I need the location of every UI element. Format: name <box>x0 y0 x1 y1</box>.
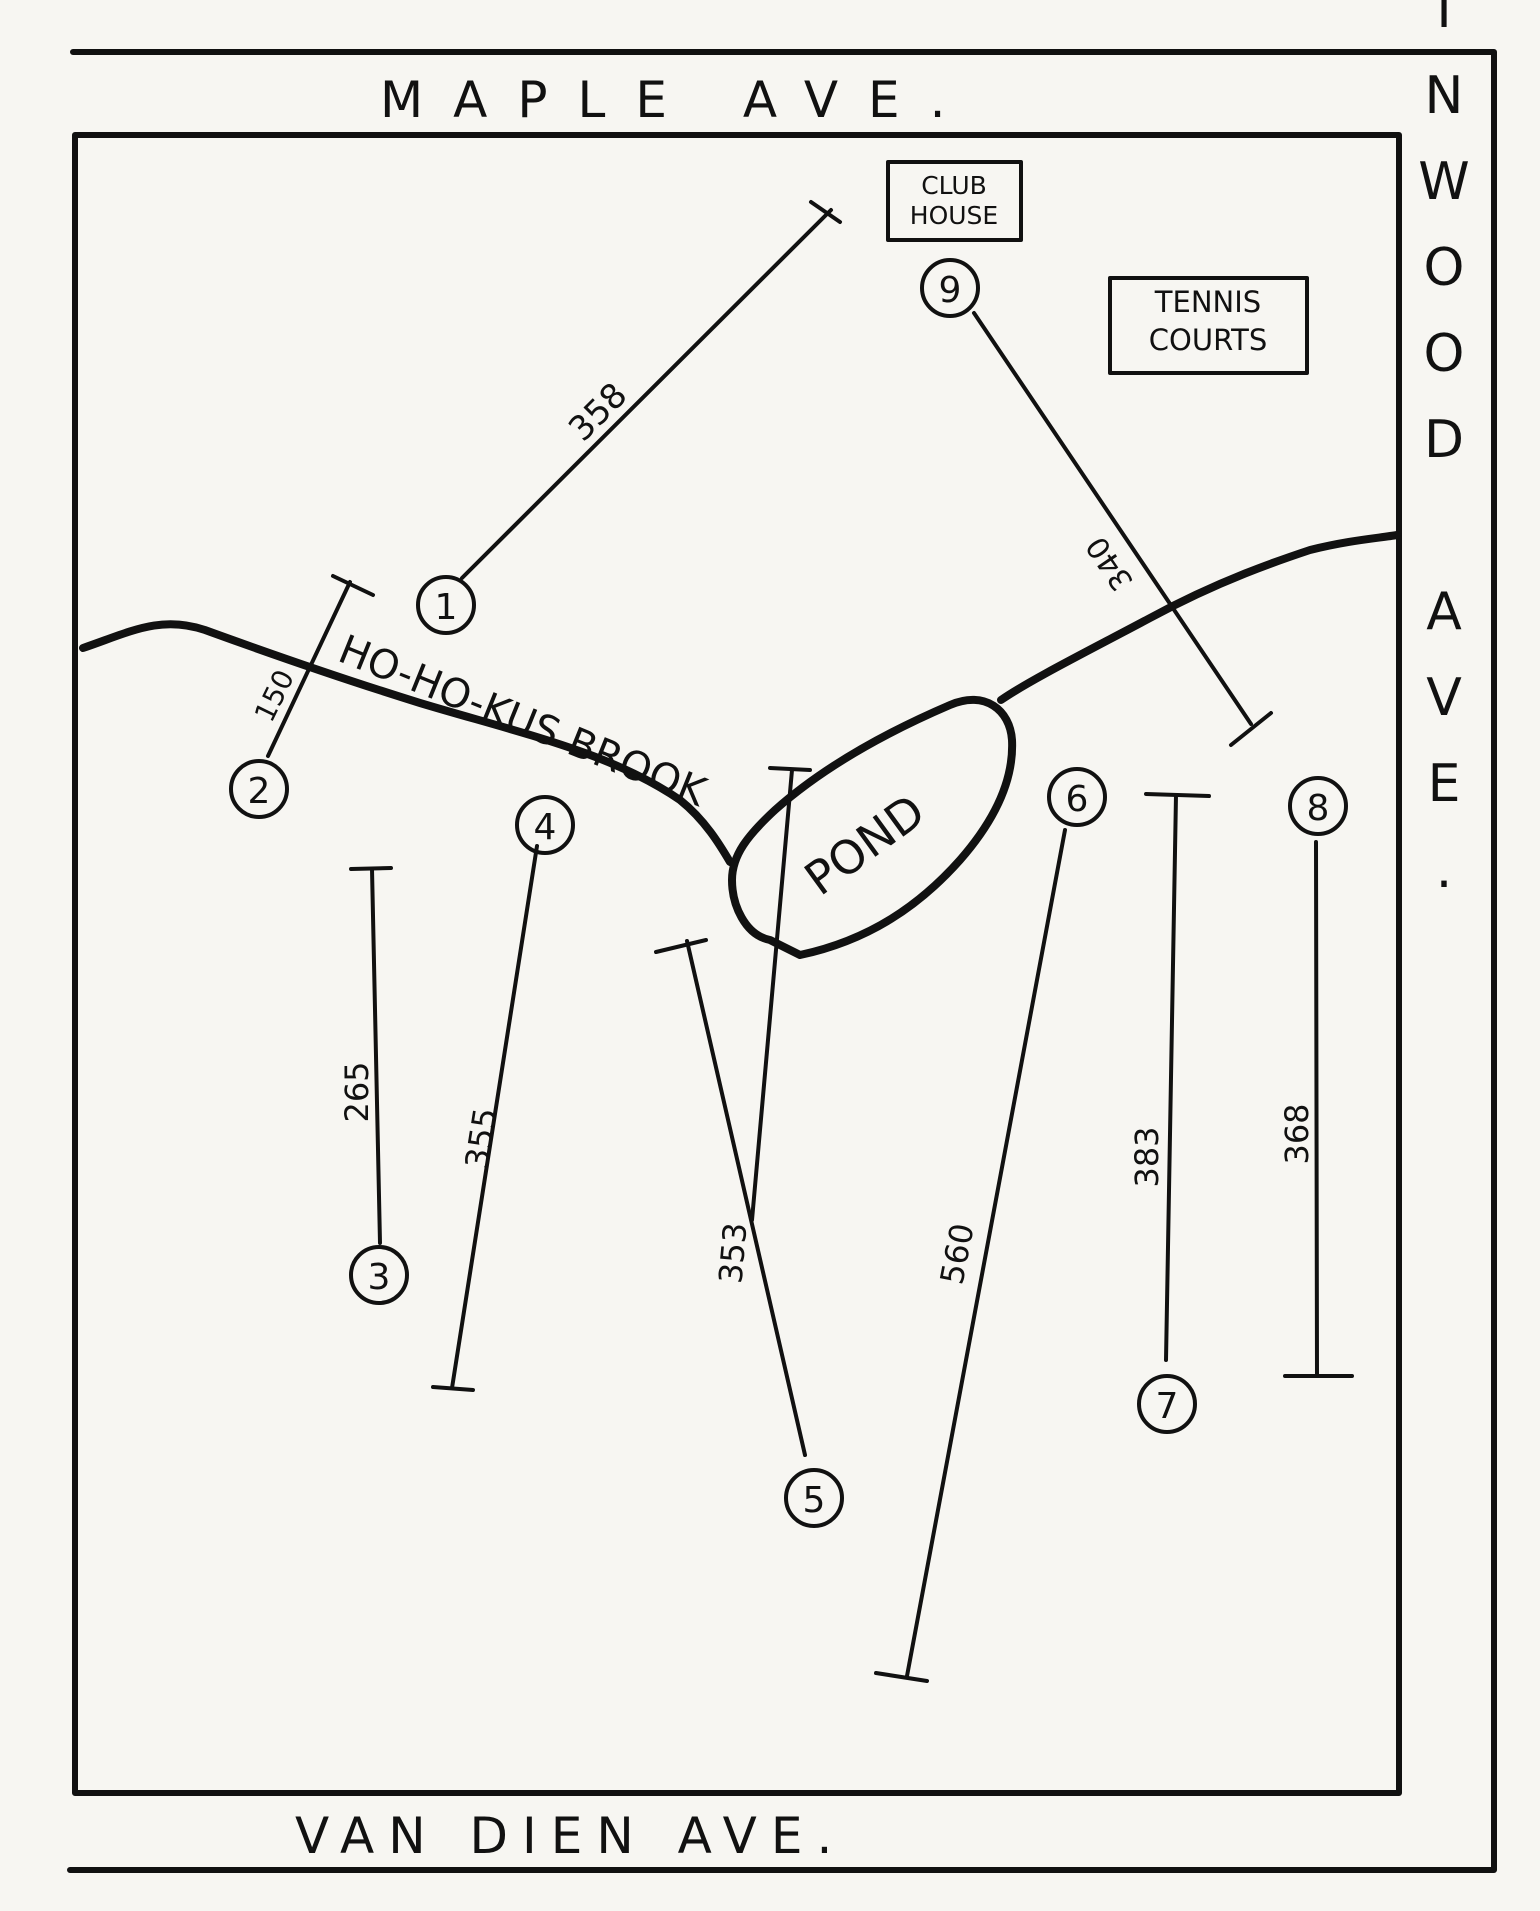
hole-1-marker: 1 <box>416 575 476 635</box>
hole-8-yardage: 368 <box>1278 1103 1316 1164</box>
hole-3-marker: 3 <box>349 1245 409 1305</box>
hole-3-yardage: 265 <box>338 1061 376 1122</box>
hole-4-fairway <box>431 844 539 1392</box>
hole-9-yardage: 340 <box>1080 530 1141 597</box>
hole-5-marker: 5 <box>784 1468 844 1528</box>
hole-9-marker: 9 <box>920 258 980 318</box>
hole-5-fairway <box>654 938 807 1457</box>
hole-9-fairway <box>972 311 1273 747</box>
brook-line-east <box>997 531 1401 704</box>
tennis-label-2: COURTS <box>1149 323 1267 357</box>
hole-6-marker: 6 <box>1047 767 1107 827</box>
tennis-label-1: TENNIS <box>1154 285 1261 319</box>
hole-7-marker: 7 <box>1137 1374 1197 1434</box>
hole-3-number: 3 <box>368 1257 391 1298</box>
hole-5b-fairway <box>750 766 812 1222</box>
pond <box>728 696 1017 959</box>
outer-frame <box>67 49 1497 1873</box>
hole-4-number: 4 <box>534 807 557 848</box>
brook-label: HO-HO-KUS BROOK <box>332 627 714 817</box>
hole-8-number: 8 <box>1307 788 1330 829</box>
hole-3-fairway <box>349 866 393 1245</box>
yardages: 358 150 265 355 353 560 383 368 340 <box>248 375 1316 1287</box>
hole-5-yardage: 353 <box>711 1221 754 1285</box>
street-bottom: VAN DIEN AVE. <box>295 1807 846 1865</box>
hole-markers: 1 2 3 4 5 6 7 8 <box>229 258 1348 1528</box>
property-boundary <box>72 132 1402 1796</box>
hole-1-yardage: 358 <box>561 375 635 449</box>
street-top: MAPLE AVE. <box>380 71 976 129</box>
hole-7-fairway <box>1144 792 1211 1362</box>
clubhouse-label-1: CLUB <box>921 171 987 200</box>
pond-label: POND <box>795 784 935 906</box>
hole-6-yardage: 560 <box>933 1220 982 1287</box>
hole-1-fairway <box>460 200 842 580</box>
tennis-courts: TENNIS COURTS <box>1108 276 1309 375</box>
clubhouse: CLUB HOUSE <box>886 160 1023 242</box>
hole-7-yardage: 383 <box>1128 1126 1166 1187</box>
hole-9-number: 9 <box>939 270 962 311</box>
hole-5-number: 5 <box>803 1480 826 1521</box>
clubhouse-label-2: HOUSE <box>910 201 998 230</box>
hole-2-yardage: 150 <box>248 665 301 728</box>
street-right: LINWOOD AVE. <box>1414 0 1474 926</box>
hole-2-number: 2 <box>248 771 271 812</box>
hole-2-fairway <box>266 574 375 758</box>
hole-2-marker: 2 <box>229 759 289 819</box>
hole-4-marker: 4 <box>515 795 575 855</box>
fairways <box>266 200 1354 1683</box>
hole-6-number: 6 <box>1066 779 1089 820</box>
hole-4-yardage: 355 <box>458 1105 505 1171</box>
brook-line <box>79 620 734 866</box>
hole-8-marker: 8 <box>1288 776 1348 836</box>
hole-8-fairway <box>1283 840 1354 1378</box>
hole-6-fairway <box>874 828 1067 1683</box>
hole-7-number: 7 <box>1156 1386 1179 1427</box>
hole-1-number: 1 <box>435 587 458 628</box>
